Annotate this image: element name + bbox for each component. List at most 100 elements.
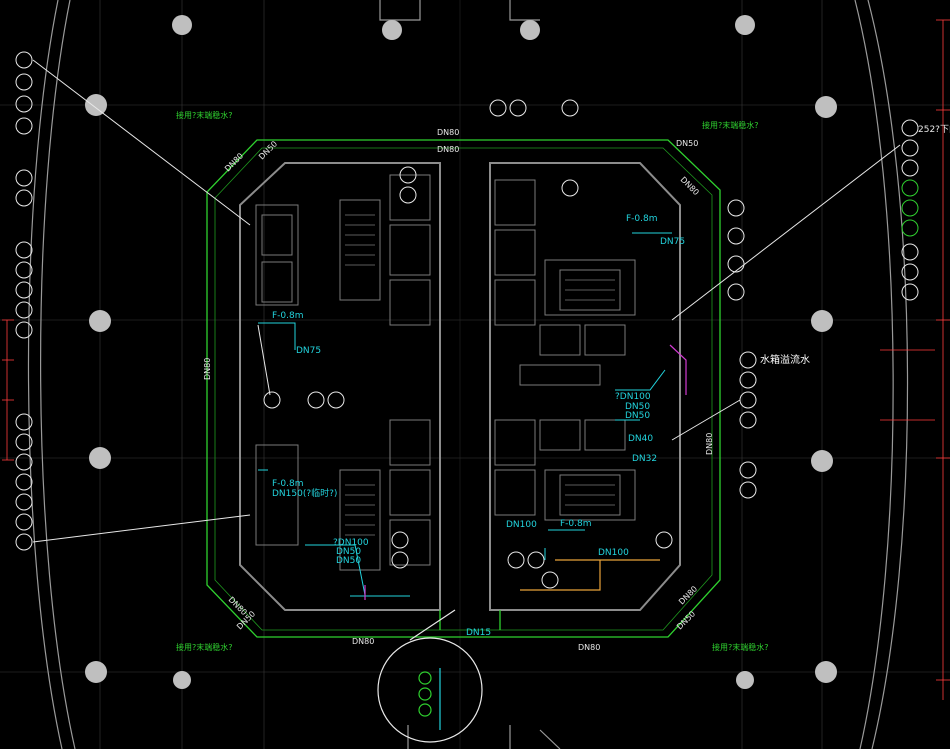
detail-circle-icon <box>377 609 483 743</box>
annotation: F-0.8m <box>272 311 304 321</box>
circle-riser-icon <box>901 159 919 177</box>
column-icon <box>815 96 837 118</box>
circle-riser-icon <box>739 371 757 389</box>
circle-riser-icon <box>901 199 919 217</box>
circle-riser-icon <box>739 411 757 429</box>
circle-riser-icon <box>399 166 417 184</box>
annotation: DN15 <box>466 628 491 638</box>
pipe-label: DN80 <box>352 637 374 646</box>
circle-riser-icon <box>391 531 409 549</box>
elevation-label: 252?下向 <box>918 123 950 135</box>
circle-riser-icon <box>727 227 745 245</box>
circle-riser-icon <box>489 99 507 117</box>
circle-riser-icon <box>561 179 579 197</box>
pipe-label: DN80 <box>679 175 701 197</box>
circle-riser-icon <box>561 99 579 117</box>
circle-riser-icon <box>901 119 919 137</box>
circle-riser-icon <box>15 513 33 531</box>
column-icon <box>173 671 191 689</box>
circle-riser-icon <box>739 481 757 499</box>
circle-riser-icon <box>327 391 345 409</box>
circle-riser-icon <box>399 186 417 204</box>
column-icon <box>520 20 540 40</box>
circle-riser-icon <box>655 531 673 549</box>
core-rooms <box>255 174 636 571</box>
annotation: DN100 <box>506 520 537 530</box>
stairs <box>345 214 615 536</box>
circle-riser-icon <box>263 391 281 409</box>
pipe-label: DN80 <box>677 584 699 606</box>
pipe-label: DN50 <box>257 139 279 161</box>
annotation: DN50 <box>336 556 361 566</box>
annotation: DN50 <box>336 547 361 557</box>
green-note: 接用?末端稳水? <box>712 642 769 652</box>
annotation: DN32 <box>632 454 657 464</box>
circle-riser-icon <box>307 391 325 409</box>
column-icon <box>85 661 107 683</box>
circle-riser-icon <box>739 351 757 369</box>
circle-riser-icon <box>15 73 33 91</box>
pipe-label: DN80 <box>437 145 459 154</box>
circle-riser-icon <box>527 551 545 569</box>
circle-riser-icon <box>15 473 33 491</box>
pipe-label: DN80 <box>437 128 459 137</box>
riser-symbols-right <box>671 119 919 499</box>
circle-riser-icon <box>541 571 559 589</box>
column-icon <box>172 15 192 35</box>
circle-riser-icon <box>739 461 757 479</box>
column-icon <box>382 20 402 40</box>
circle-riser-icon <box>15 95 33 113</box>
structural-columns <box>85 15 837 689</box>
circle-riser-icon <box>727 255 745 273</box>
circle-riser-icon <box>15 261 33 279</box>
circle-riser-icon <box>727 283 745 301</box>
circle-riser-icon <box>509 99 527 117</box>
circle-riser-icon <box>15 413 33 431</box>
annotation: DN50 <box>625 402 650 412</box>
circle-riser-icon <box>15 301 33 319</box>
circle-riser-icon <box>507 551 525 569</box>
column-icon <box>89 447 111 469</box>
dimension-lines <box>2 19 950 700</box>
circle-riser-icon <box>15 51 33 69</box>
column-icon <box>815 661 837 683</box>
column-icon <box>85 94 107 116</box>
core-walls <box>239 162 681 611</box>
annotation: F-0.8m <box>626 214 658 224</box>
column-icon <box>735 15 755 35</box>
annotation: F-0.8m <box>560 519 592 529</box>
circle-riser-icon <box>901 179 919 197</box>
water-tank-overflow-label: 水箱溢流水 <box>760 353 810 366</box>
circle-riser-icon <box>901 263 919 281</box>
annotation: ?DN100 <box>333 538 369 548</box>
circle-riser-icon <box>901 283 919 301</box>
pipe-label: DN50 <box>676 139 698 148</box>
circle-riser-icon <box>15 241 33 259</box>
pipe-label: DN80 <box>578 643 600 652</box>
annotation: DN50 <box>625 411 650 421</box>
accent-pipes <box>364 344 687 600</box>
annotation: DN40 <box>628 434 653 444</box>
column-icon <box>89 310 111 332</box>
circle-riser-icon <box>15 189 33 207</box>
column-icon <box>736 671 754 689</box>
circle-riser-icon <box>15 493 33 511</box>
cyan-branch-pipes <box>258 232 672 597</box>
green-note: 接用?末端稳水? <box>176 642 233 652</box>
green-note: 接用?末端稳水? <box>702 120 759 130</box>
annotation: DN150(?临时?) <box>272 487 337 499</box>
pipe-label: DN80 <box>203 358 212 380</box>
circle-riser-icon <box>901 219 919 237</box>
outer-facade <box>27 0 909 749</box>
circle-riser-icon <box>15 281 33 299</box>
circle-riser-icon <box>15 321 33 339</box>
pipe-label: DN80 <box>705 433 714 455</box>
annotation: ?DN100 <box>615 392 651 402</box>
circle-riser-icon <box>901 139 919 157</box>
circle-riser-icon <box>15 117 33 135</box>
column-icon <box>811 450 833 472</box>
circle-riser-icon <box>15 453 33 471</box>
annotation: F-0.8m <box>272 479 304 489</box>
pipe-label: DN80 <box>223 151 245 173</box>
